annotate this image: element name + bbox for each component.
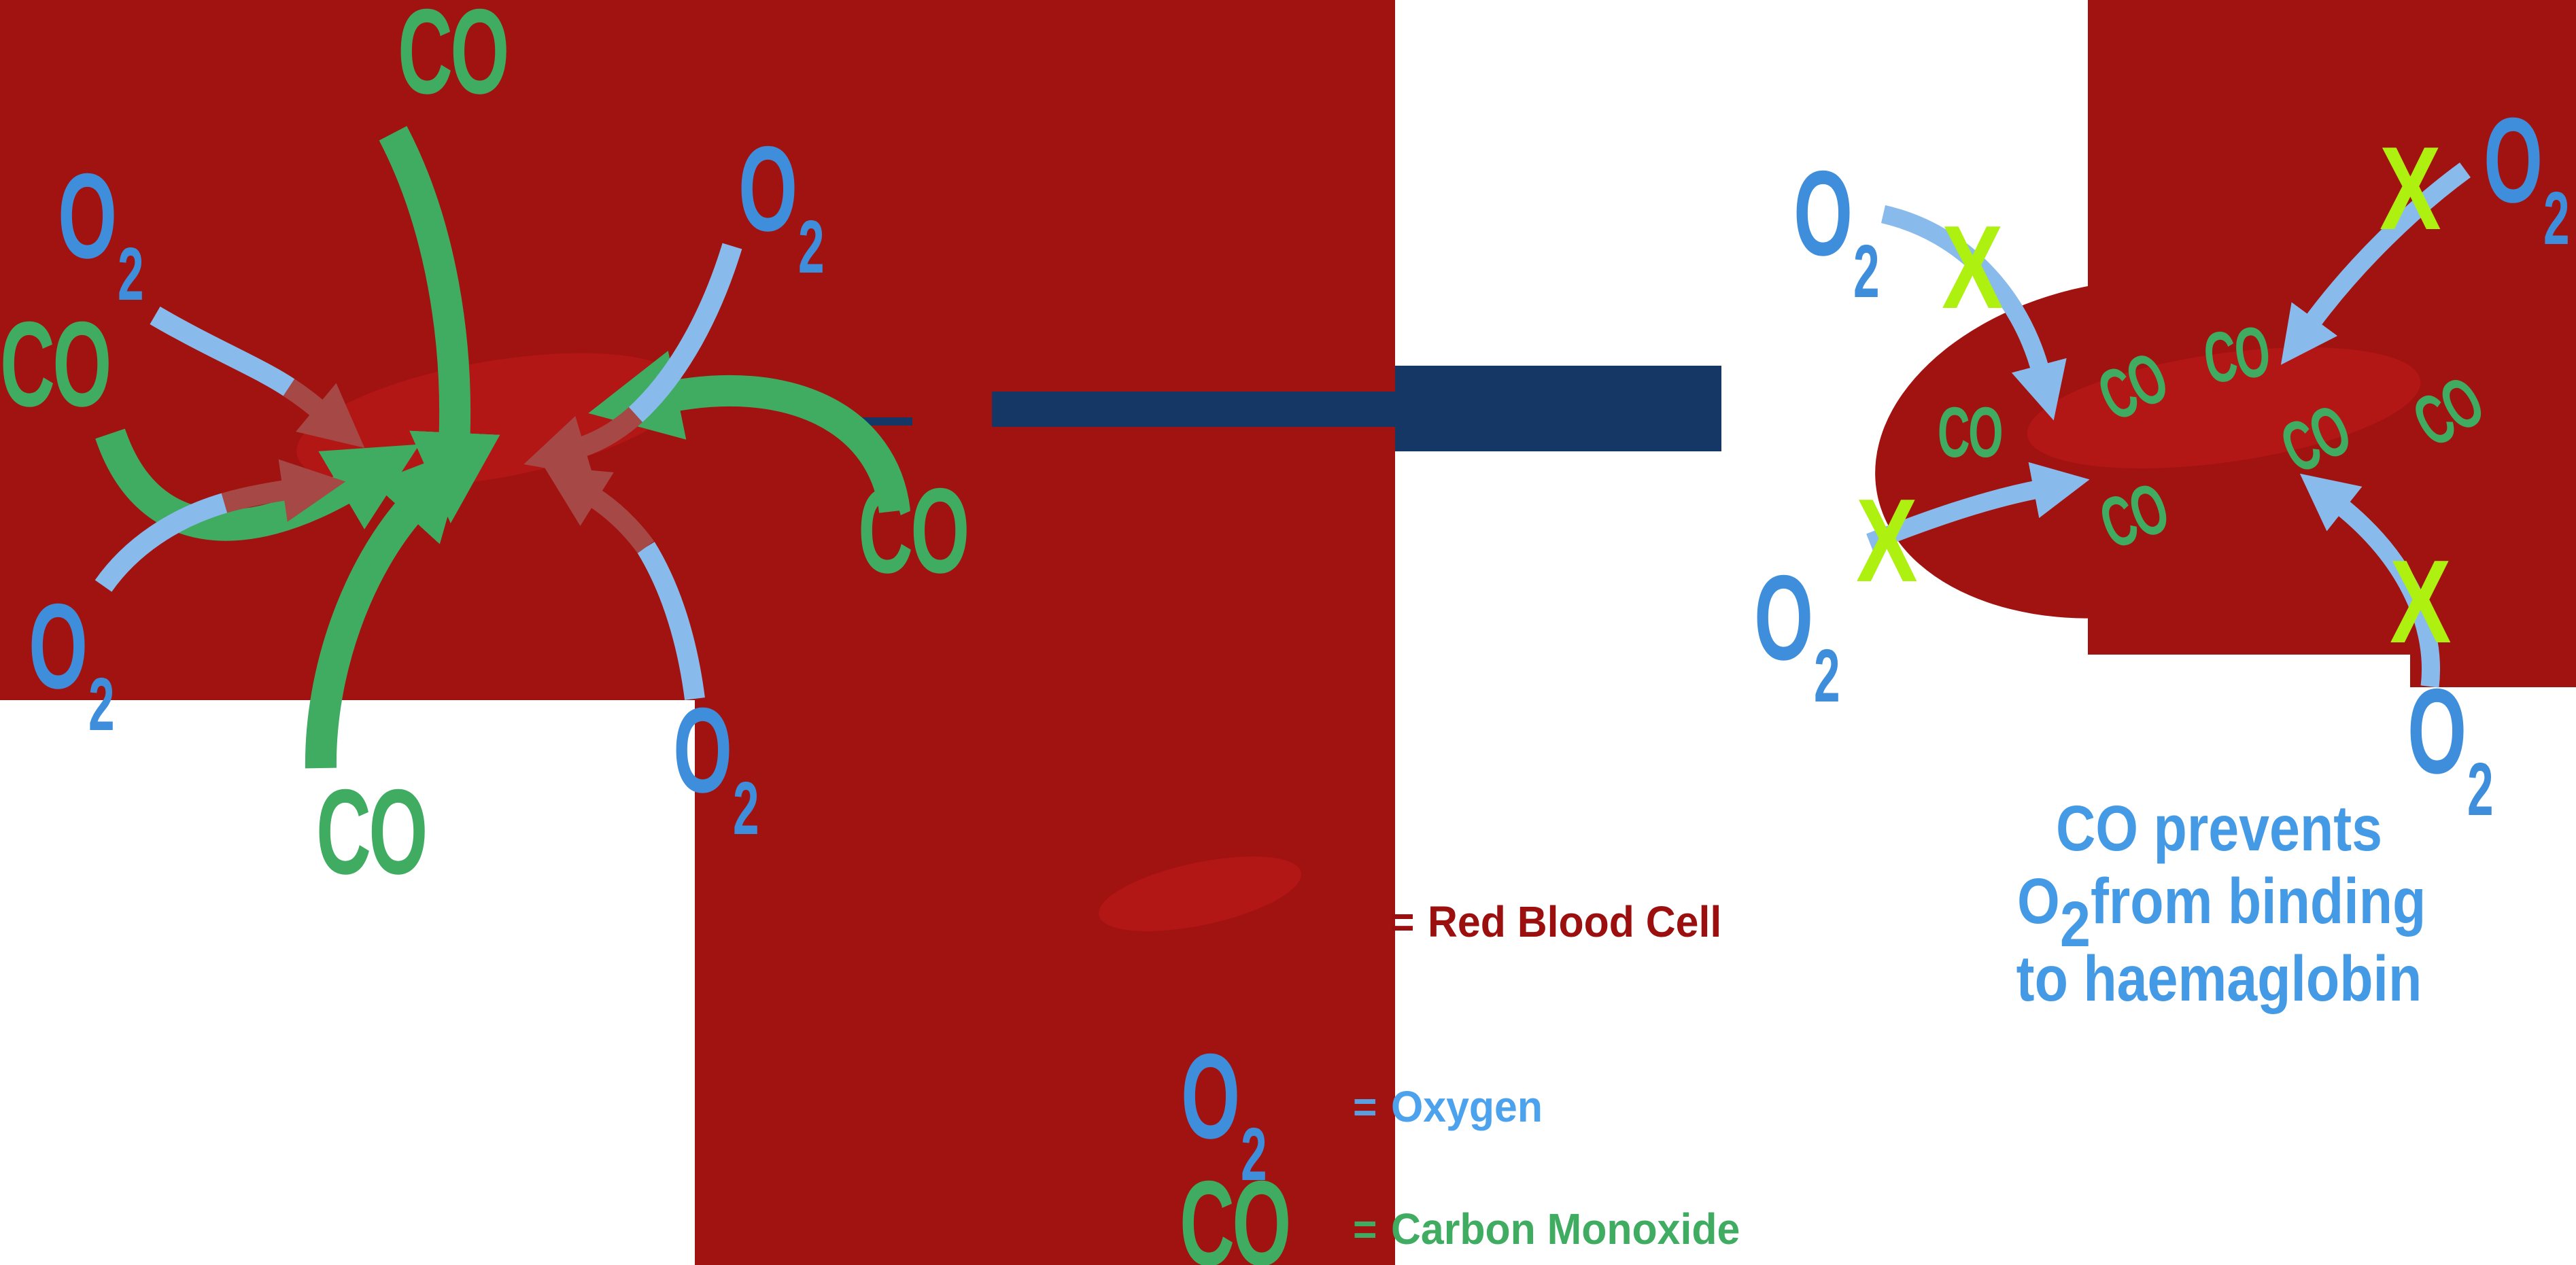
caption-line3: to haemaglobin — [2016, 942, 2422, 1015]
legend-equals-oxygen: = — [1353, 1083, 1377, 1132]
blocked-x-topright: X — [2380, 123, 2441, 255]
o2-label-right-topright: O 2 — [2484, 92, 2570, 260]
co-label-bottom: CO — [316, 763, 428, 899]
caption-line1: CO prevents — [2056, 792, 2382, 865]
o2-label-right-topleft: O 2 — [1793, 145, 1880, 313]
legend-equals-co: = — [1353, 1205, 1377, 1254]
co-label-right-text: CO — [858, 462, 967, 598]
legend-o2-symbol-o: O — [1181, 1028, 1237, 1164]
o2-arrow-topright-tail — [628, 243, 742, 423]
o2-arrow-bottomcenter-tail — [637, 542, 705, 700]
blocked-o2-arrow-topright — [2280, 162, 2471, 365]
co-label-left-text: CO — [0, 296, 109, 432]
o2-topright-o: O — [738, 120, 795, 256]
blocked-o2-arrow-bottomleft — [1866, 462, 2090, 551]
caption-line2-o: O — [2017, 865, 2060, 937]
blocked-o2-arrow-topleft — [1881, 205, 2067, 421]
co-label-top-text: CO — [398, 0, 507, 119]
o2-r-bl-o: O — [1754, 549, 1810, 685]
o2-arrow-left-tail — [150, 307, 295, 396]
o2-bottomcenter-o: O — [673, 682, 729, 818]
o2-left-o: O — [58, 148, 114, 283]
o2-label-right-bottomright: O 2 — [2407, 663, 2494, 831]
o2-r-br-o: O — [2407, 663, 2464, 799]
o2-r-br-sub: 2 — [2467, 748, 2494, 831]
o2-arrow-bottomleft-faded — [221, 459, 346, 522]
co-label-bottom-text: CO — [316, 763, 426, 899]
legend-red-blood-cell-symbol — [1099, 856, 1301, 931]
o2-label-left: O 2 — [58, 148, 144, 315]
caption: CO prevents O 2 from binding to haemaglo… — [2016, 792, 2426, 1015]
legend: = Red Blood Cell O 2 = Oxygen CO = Carbo… — [1099, 856, 1740, 1265]
co-label-top: CO — [398, 0, 509, 119]
legend-label-co: Carbon Monoxide — [1391, 1205, 1740, 1254]
co-label-left: CO — [0, 296, 111, 432]
o2-bottomleft-o: O — [29, 578, 85, 714]
legend-equals-rbc: = — [1390, 898, 1415, 947]
o2-arrow-topright-faded — [523, 406, 643, 477]
blocked-o2-arrow-bottomright — [2299, 473, 2441, 688]
bound-co-3: CO — [2199, 311, 2273, 398]
legend-label-rbc: Red Blood Cell — [1428, 898, 1721, 947]
o2-arrow-bottomcenter-faded — [543, 466, 655, 553]
left-panel-column-background — [695, 700, 1395, 1265]
co-arrow-top — [379, 126, 500, 523]
co-arrow-bottom — [305, 447, 468, 769]
o2-label-right-bottomleft: O 2 — [1754, 549, 1840, 717]
caption-line2-sub: 2 — [2060, 888, 2091, 960]
o2-bottomleft-sub: 2 — [88, 663, 115, 746]
red-blood-cell-right — [2027, 347, 2421, 469]
transition-arrow-dash — [862, 417, 912, 426]
o2-label-bottomcenter: O 2 — [673, 682, 759, 850]
legend-co-symbol: CO — [1180, 1155, 1289, 1265]
o2-r-bl-sub: 2 — [1814, 635, 1840, 718]
blocked-x-bottomright: X — [2390, 536, 2452, 668]
o2-topright-sub: 2 — [798, 206, 825, 289]
bound-co-1: CO — [1938, 392, 2002, 472]
legend-o2-symbol-sub: 2 — [1241, 1113, 1267, 1196]
o2-r-tr-o: O — [2484, 92, 2540, 228]
co-label-right: CO — [858, 462, 969, 598]
caption-line2-rest: from binding — [2091, 865, 2426, 937]
o2-r-tr-sub: 2 — [2543, 177, 2570, 260]
o2-arrow-bottomleft-tail — [95, 493, 228, 592]
co-arrow-right — [588, 350, 910, 514]
blocked-x-bottomleft: X — [1856, 475, 1918, 607]
o2-left-sub: 2 — [118, 233, 144, 316]
o2-label-bottomleft: O 2 — [29, 578, 115, 746]
o2-bottomcenter-sub: 2 — [733, 767, 759, 850]
o2-r-tl-sub: 2 — [1853, 230, 1880, 313]
transition-arrow-body — [1395, 366, 1721, 451]
blocked-x-topleft: X — [1942, 202, 2004, 334]
o2-r-tl-o: O — [1793, 145, 1850, 281]
o2-label-topright: O 2 — [738, 120, 825, 288]
transition-arrow-shaft — [992, 392, 1395, 427]
o2-arrow-left-faded — [283, 379, 365, 448]
legend-label-oxygen: Oxygen — [1391, 1083, 1543, 1132]
